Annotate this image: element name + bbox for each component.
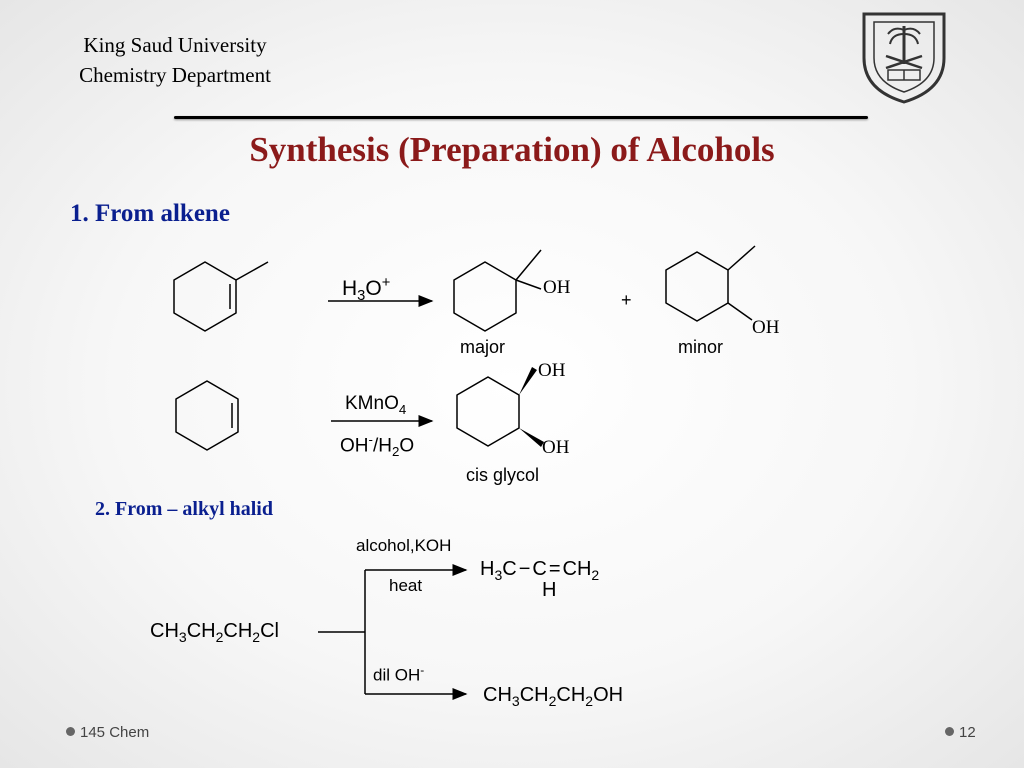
header-rule [174,116,868,119]
oh-major: OH [543,277,571,298]
label-major: major [460,337,506,357]
department-name: Chemistry Department [79,63,271,87]
product-propene: H3C−C=CH2 [480,558,600,583]
propene-h-atom: H [542,579,557,601]
minor-product-structure [665,245,756,322]
section1-heading: 1. From alkene [70,200,230,227]
slide-title: Synthesis (Preparation) of Alcohols [249,130,775,169]
wedge-bond-bottom [519,428,544,447]
oh-glycol-bottom: OH [542,437,570,458]
oh-glycol-top: OH [538,360,566,381]
label-minor: minor [678,337,724,357]
footer-page-number: 12 [945,724,976,741]
section2-heading: 2. From – alkyl halid [95,498,273,520]
conditions-heat: heat [389,576,423,595]
label-cis-glycol: cis glycol [466,465,540,485]
footer-course: 145 Chem [66,724,149,741]
bullet-icon [66,727,75,736]
product-propanol: CH3CH2CH2OH [483,684,624,709]
conditions-alcohol-koh: alcohol,KOH [356,536,452,555]
reagent-kmno4: KMnO4 [345,393,407,417]
cyclohexene-structure [175,380,239,451]
university-seal-icon [862,12,946,104]
header-block: King Saud University Chemistry Departmen… [40,30,310,90]
methylcyclohexene-structure [173,261,269,332]
reagent-oh-h2o: OH-/H2O [340,432,415,460]
bullet-icon [945,727,954,736]
cis-glycol-structure [456,376,520,447]
university-name: King Saud University [83,33,267,57]
reagent-h3o: H3O+ [342,275,391,305]
plus-sign: + [621,290,632,310]
conditions-dil-oh: dil OH- [373,663,425,685]
major-product-structure [453,249,542,332]
oh-minor: OH [752,317,780,338]
reactant-propyl-chloride: CH3CH2CH2Cl [150,620,279,645]
wedge-bond-top [519,367,537,395]
